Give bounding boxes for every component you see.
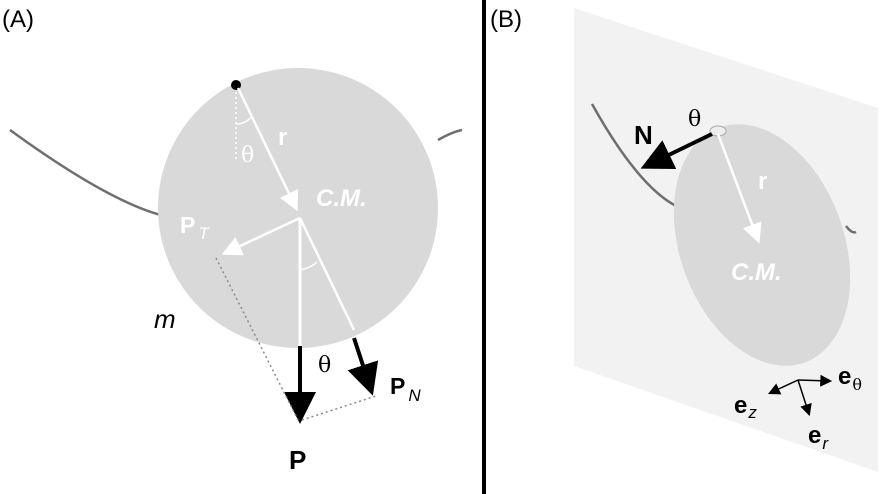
etheta-axis [797, 374, 833, 387]
pt-arrow [221, 216, 301, 256]
n-arrow [640, 132, 713, 170]
er-axis [797, 379, 812, 417]
coordinate-triad [767, 374, 833, 417]
ez-label: ez [734, 392, 757, 422]
n-label: N [634, 120, 653, 150]
pn-construction-line [301, 395, 377, 421]
r-arrow-b [716, 133, 762, 244]
panel-b: (B) N θ r C.M. ez eθ er [490, 6, 878, 472]
mass-label: m [154, 304, 176, 334]
pn-label-main: P [390, 373, 405, 399]
rim-arc-a-right [437, 128, 463, 142]
pt-label-sub: T [198, 224, 210, 243]
etheta-label-sub: θ [852, 375, 862, 394]
er-label-sub: r [822, 434, 829, 453]
r-label-a: r [278, 124, 287, 151]
theta-label-mid: θ [318, 353, 331, 378]
disk-b [673, 124, 851, 366]
theta-label-top: θ [241, 143, 254, 168]
pn-arrow-light-part [298, 217, 356, 331]
theta-arc-mid [299, 261, 318, 271]
panel-a-label: (A) [2, 6, 34, 33]
panel-b-label: (B) [490, 6, 522, 33]
etheta-label: eθ [838, 363, 862, 394]
er-label: er [808, 422, 829, 453]
er-label-main: e [808, 422, 821, 449]
pt-construction-line [215, 257, 299, 421]
rim-arc-b [590, 103, 681, 210]
pn-label-sub: N [408, 386, 421, 405]
ez-axis [767, 379, 799, 395]
cm-label-b: C.M. [731, 259, 782, 286]
rim-arc-b-right [845, 225, 857, 234]
r-label-b: r [758, 168, 767, 195]
pivot-point [231, 80, 241, 90]
r-arrow-a [236, 87, 298, 212]
etheta-label-main: e [838, 363, 851, 390]
pn-arrow [347, 337, 379, 396]
ez-label-sub: z [747, 403, 757, 422]
pt-label-main: P [180, 212, 195, 238]
ez-label-main: e [734, 392, 747, 419]
p-label: P [289, 445, 306, 475]
disk-a [158, 68, 438, 348]
cm-label-a: C.M. [316, 185, 367, 212]
rim-arc-a [9, 128, 176, 220]
theta-label-b: θ [688, 107, 701, 132]
